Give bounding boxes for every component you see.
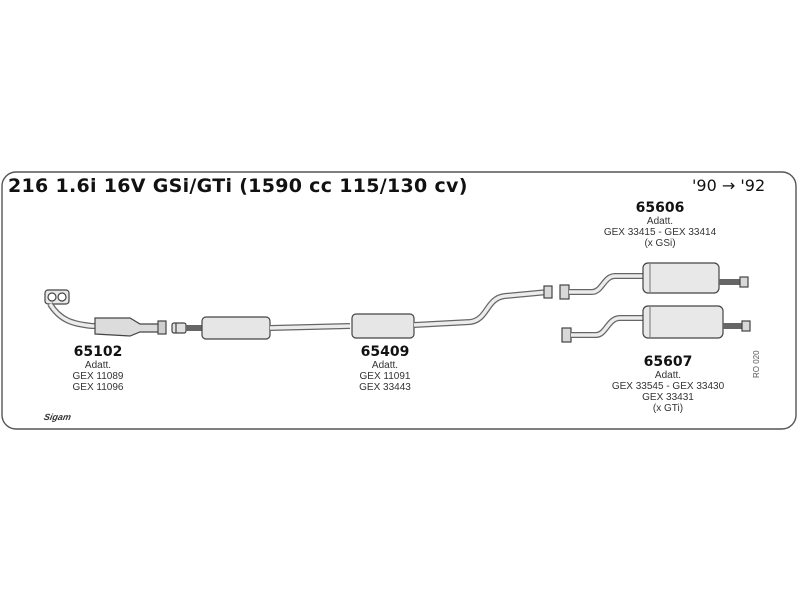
- reference-code: RO 020: [752, 350, 761, 378]
- front-pipe-clamp: [157, 320, 167, 335]
- diagram-title: 216 1.6i 16V GSi/GTi (1590 cc 115/130 cv…: [8, 175, 468, 197]
- front-resonator: [201, 316, 271, 340]
- part-variant: (x GSi): [644, 238, 676, 249]
- part-number: 65606: [635, 200, 685, 216]
- rear-pipe-end: [543, 285, 553, 299]
- manifold-port-1: [47, 292, 57, 302]
- year-arrow-icon: →: [721, 176, 736, 195]
- rear-silencer-65606: [559, 262, 749, 300]
- part-note: Adatt.: [371, 360, 399, 371]
- year-to: '92: [740, 176, 766, 195]
- rear-65606-tip: [739, 276, 749, 288]
- year-range: '90 → '92: [692, 176, 765, 195]
- center-section-65409: [186, 285, 553, 340]
- rear-65606-box: [642, 262, 720, 294]
- front-pipe-65102: [44, 289, 167, 337]
- frame-border: [1, 171, 797, 430]
- rear-65607-tip: [741, 320, 751, 332]
- part-code: GEX 33415 - GEX 33414: [603, 227, 717, 238]
- part-code: GEX 33545 - GEX 33430: [611, 381, 725, 392]
- rear-65607-box: [642, 305, 724, 339]
- brand-logo: Sigam: [42, 412, 73, 422]
- part-label-65102: 65102 Adatt. GEX 11089 GEX 11096: [58, 344, 138, 393]
- manifold-port-2: [57, 292, 67, 302]
- center-silencer: [351, 313, 415, 339]
- part-code: GEX 11089: [72, 371, 124, 382]
- year-from: '90: [692, 176, 717, 195]
- rear-65607-inlet-flange: [561, 327, 572, 343]
- rear-silencer-65607: [561, 305, 751, 343]
- part-note: Adatt.: [84, 360, 112, 371]
- part-code: GEX 33431: [642, 392, 694, 403]
- part-number: 65102: [73, 344, 123, 360]
- part-label-65606: 65606 Adatt. GEX 33415 - GEX 33414 (x GS…: [580, 200, 740, 249]
- rear-pipe-rise: [413, 289, 549, 328]
- part-number: 65409: [360, 344, 410, 360]
- front-pipe-flex: [94, 317, 161, 337]
- part-note: Adatt.: [646, 216, 674, 227]
- rear-65606-inlet-flange: [559, 284, 570, 300]
- part-code: GEX 11091: [359, 371, 411, 382]
- part-note: Adatt.: [654, 370, 682, 381]
- part-code: GEX 33443: [359, 382, 411, 393]
- part-variant: (x GTi): [652, 403, 684, 414]
- part-label-65607: 65607 Adatt. GEX 33545 - GEX 33430 GEX 3…: [588, 354, 748, 414]
- joint-connector: [171, 322, 187, 334]
- part-code: GEX 11096: [72, 382, 124, 393]
- part-number: 65607: [643, 354, 693, 370]
- part-label-65409: 65409 Adatt. GEX 11091 GEX 33443: [345, 344, 425, 393]
